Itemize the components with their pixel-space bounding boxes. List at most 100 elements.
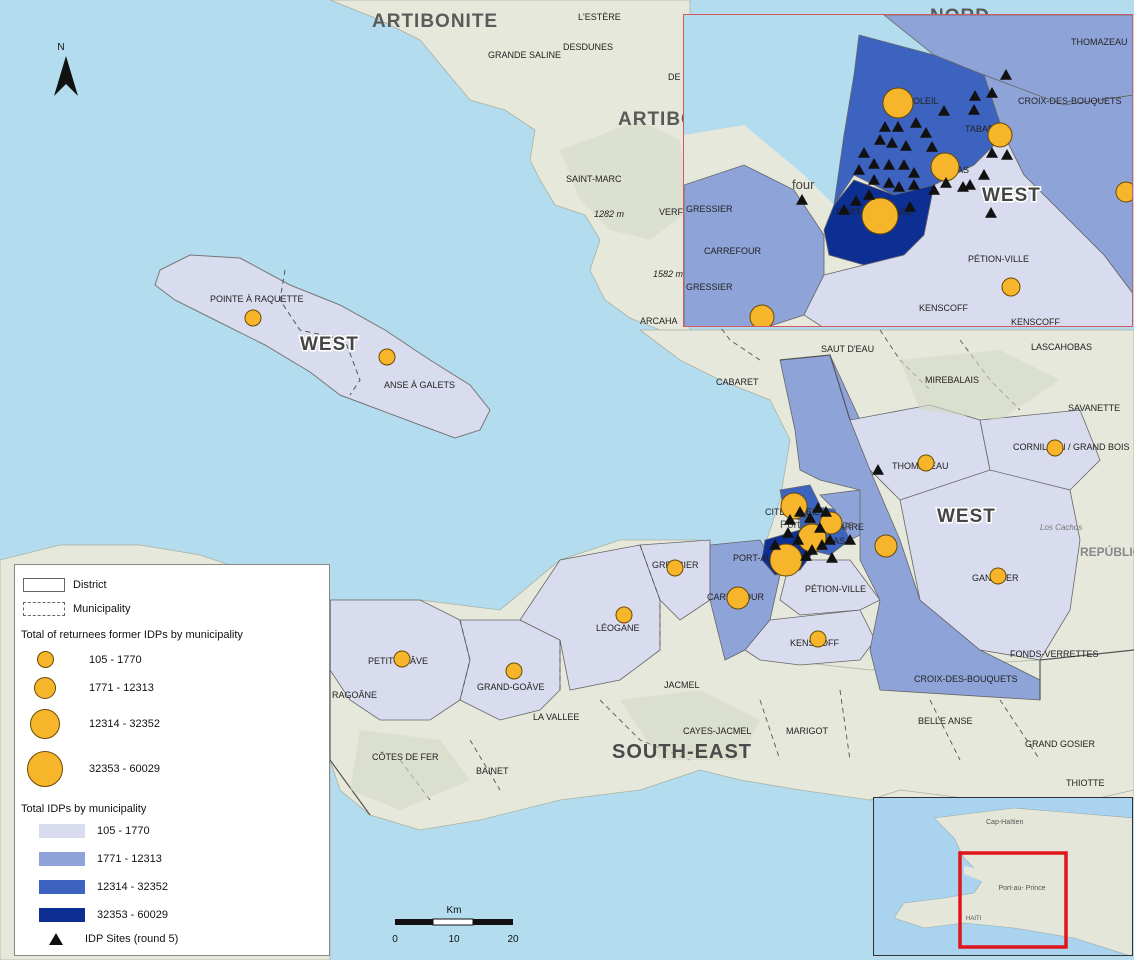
scale-tick: 10 [448, 934, 460, 945]
place-label: CABARET [716, 377, 759, 387]
legend-returnee-class: 32353 - 60029 [15, 751, 160, 787]
idp-site-marker [782, 527, 794, 538]
region-label: WEST [937, 506, 996, 527]
returnee-circle [378, 348, 396, 366]
idp-site-marker [874, 134, 886, 145]
circle-swatch [30, 709, 60, 739]
legend-label: 32353 - 60029 [89, 763, 160, 775]
returnee-circle [874, 534, 898, 558]
country-label: REPÚBLIC [1080, 544, 1134, 559]
place-label: GRAND GOSIER [1025, 739, 1096, 749]
idp-site-marker [863, 189, 875, 200]
returnee-circle [615, 606, 633, 624]
place-label: JACMEL [664, 680, 700, 690]
idp-site-marker [910, 117, 922, 128]
idp-site-marker [838, 204, 850, 215]
relief-2 [900, 350, 1060, 420]
place-label: LÉOGANE [596, 623, 640, 633]
triangle-icon [49, 933, 63, 945]
overview-label: Cap-Haïtien [986, 819, 1023, 826]
overview-map[interactable]: Cap-Haïtien Port-au- Prince HAITI [873, 797, 1133, 956]
returnee-circle [1115, 181, 1132, 203]
overview-label: HAITI [966, 916, 982, 922]
idp-site-marker [769, 539, 781, 550]
idp-swatch [39, 824, 85, 838]
idp-site-marker [968, 104, 980, 115]
circle-swatch [27, 751, 63, 787]
legend-sites: IDP Sites (round 5) [15, 933, 178, 945]
inset-idp-site-markers [796, 69, 1013, 218]
idp-site-marker [868, 174, 880, 185]
inset-map[interactable]: WEST THOMAZEAU CROIX-DES-BOUQUETS CITÉ S… [683, 14, 1133, 327]
elevation-label: 1282 m [594, 209, 625, 219]
relief-1 [620, 690, 760, 760]
legend-label: 105 - 1770 [89, 653, 142, 666]
idp-site-marker [853, 164, 865, 175]
legend-label: Municipality [73, 603, 131, 615]
idp-site-marker [784, 514, 796, 525]
region-label: ARTIBO [618, 109, 697, 130]
idp-site-marker [800, 550, 812, 561]
legend-label: 12314 - 32352 [89, 718, 160, 730]
legend-title: Total IDPs by municipality [21, 803, 147, 815]
returnee-circle [930, 152, 960, 182]
idp-swatch [39, 908, 85, 922]
idp-site-marker [812, 502, 824, 513]
place-label: GRESSIER [686, 282, 733, 292]
north-label: N [57, 42, 64, 53]
idp-site-marker [900, 140, 912, 151]
overview-gonave [964, 866, 1004, 882]
idp-site-marker [969, 90, 981, 101]
legend-title: Total of returnees former IDPs by munici… [21, 629, 243, 641]
returnee-circle [666, 559, 684, 577]
place-label: BAINET [476, 766, 509, 776]
returnee-circle [861, 197, 899, 235]
idp-site-marker [804, 512, 816, 523]
scale-tick: 0 [392, 934, 398, 945]
returnee-circle [917, 454, 935, 472]
idp-site-marker [985, 207, 997, 218]
legend-idp-class: 12314 - 32352 [15, 880, 168, 894]
idp-swatch [39, 852, 85, 866]
idp-site-marker [858, 147, 870, 158]
place-label: CÔTES DE FER [372, 752, 439, 762]
circle-swatch [36, 651, 54, 668]
place-label: ARCAHA [640, 316, 678, 326]
idp-site-marker [872, 464, 884, 475]
idp-site-marker [886, 137, 898, 148]
idp-site-marker [893, 181, 905, 192]
returnee-circle [726, 586, 750, 610]
place-label: LA VALLEE [533, 712, 579, 722]
place-label: RAGOÂNE [332, 690, 377, 700]
idp-site-marker [794, 506, 806, 517]
returnee-circle [393, 650, 411, 668]
place-label: THOMAZEAU [1071, 37, 1128, 47]
legend-idp-class: 32353 - 60029 [15, 908, 168, 922]
place-label: four [792, 177, 815, 192]
returnee-circle [987, 122, 1013, 148]
place-label: TABARRE [822, 522, 864, 532]
idp-site-marker [938, 105, 950, 116]
idp-site-marker [879, 121, 891, 132]
idp-site-marker [796, 194, 808, 205]
legend-idp-class: 105 - 1770 [15, 824, 150, 838]
legend-returnee-class: 12314 - 32352 [15, 709, 160, 739]
returnee-circle [505, 662, 523, 680]
muni-petion-ville [779, 559, 881, 616]
municipality-swatch [23, 602, 65, 616]
idp-site-marker [883, 159, 895, 170]
north-arrow-icon: N [54, 42, 78, 96]
place-label: GRANDE SALINE [488, 50, 561, 60]
place-label: VERF [659, 207, 684, 217]
overview-extent-box [958, 851, 1068, 949]
legend-returnee-class: 105 - 1770 [15, 651, 142, 668]
place-label: POINTE À RAQUETTE [210, 294, 304, 304]
idp-site-marker [1000, 69, 1012, 80]
returnee-circle [1046, 439, 1064, 457]
idp-site-marker [926, 141, 938, 152]
legend-returnee-class: 1771 - 12313 [15, 677, 154, 699]
place-label: KENSCOFF [919, 303, 969, 313]
legend-label: 32353 - 60029 [97, 909, 168, 921]
place-label: SAUT D'EAU [821, 344, 874, 354]
